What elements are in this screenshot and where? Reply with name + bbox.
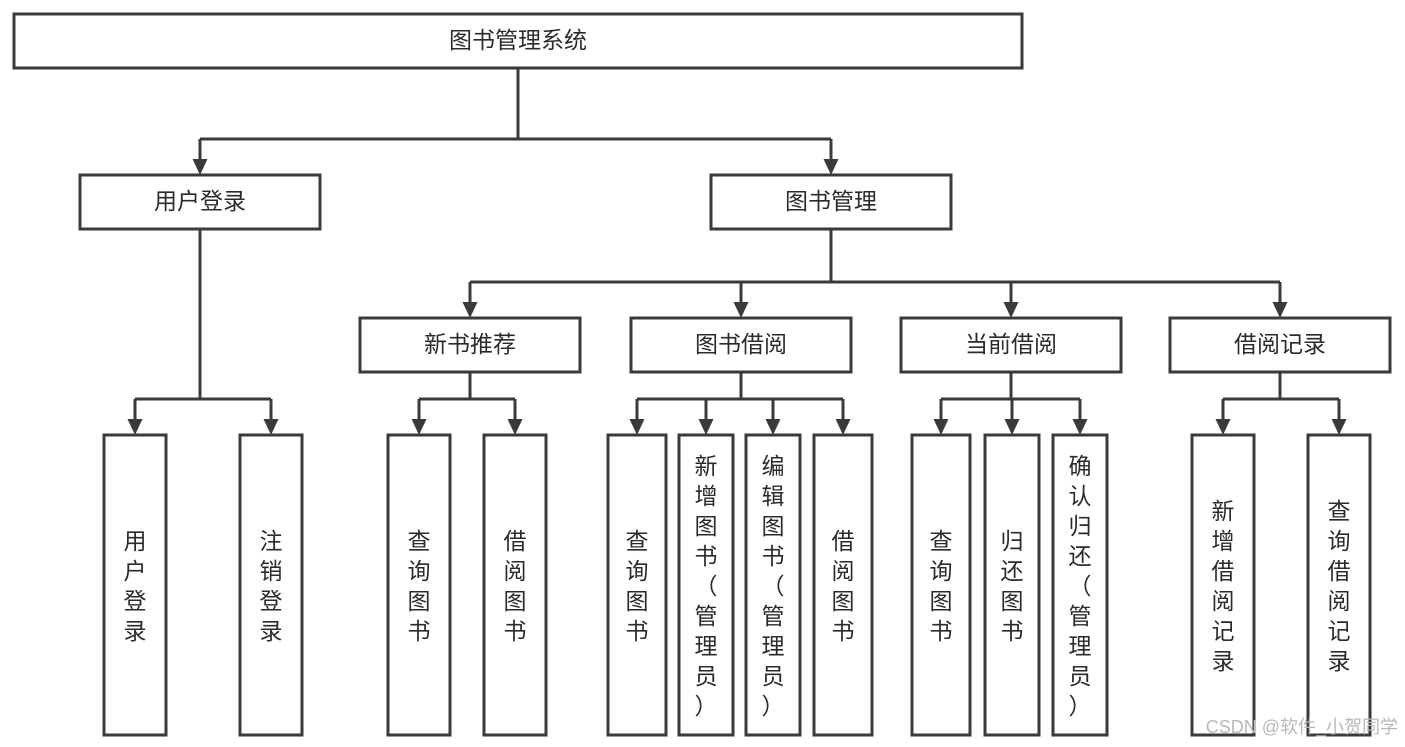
node-leaf-borrow-3[interactable]: 编辑图书（管理员） (744, 433, 802, 737)
node-records[interactable]: 借阅记录 (1168, 316, 1392, 374)
node-leaf-cur-1[interactable]: 查询图书 (910, 433, 972, 737)
arrow-head-icon (1215, 419, 1231, 435)
node-label: 新增图书（管理员） (695, 453, 718, 719)
edge-group-root (192, 68, 839, 175)
node-box (983, 433, 1041, 737)
node-label: 图书管理 (785, 188, 877, 214)
arrow-head-icon (1004, 419, 1020, 435)
node-box (1051, 433, 1109, 737)
edge-group-current (933, 372, 1088, 435)
node-leaf-rec-1[interactable]: 新增借阅记录 (1190, 433, 1256, 737)
node-current[interactable]: 当前借阅 (899, 316, 1123, 374)
node-leaf-new-1[interactable]: 查询图书 (386, 433, 452, 737)
node-leaf-cur-2[interactable]: 归还图书 (983, 433, 1041, 737)
arrow-head-icon (127, 419, 143, 435)
arrow-head-icon (698, 419, 714, 435)
node-box (238, 433, 304, 737)
edge-group-bookmgmt (462, 229, 1288, 318)
edge-group-newbook (411, 372, 523, 435)
node-label: 注销登录 (260, 528, 283, 644)
node-label: 图书借阅 (695, 331, 787, 357)
node-borrow[interactable]: 图书借阅 (629, 316, 853, 374)
node-leaf-borrow-4[interactable]: 借阅图书 (812, 433, 874, 737)
node-leaf-borrow-1[interactable]: 查询图书 (606, 433, 668, 737)
node-box (899, 316, 1123, 374)
node-box (78, 173, 322, 231)
arrow-head-icon (765, 419, 781, 435)
node-label: 借阅图书 (832, 528, 855, 644)
node-label: 查询图书 (626, 528, 649, 644)
node-box (606, 433, 668, 737)
node-box (102, 433, 168, 737)
node-box (744, 433, 802, 737)
node-bookmgmt[interactable]: 图书管理 (709, 173, 953, 231)
node-box (1190, 433, 1256, 737)
node-leaf-cur-3[interactable]: 确认归还（管理员） (1051, 433, 1109, 737)
node-layer: 图书管理系统用户登录图书管理新书推荐图书借阅当前借阅借阅记录用户登录注销登录查询… (12, 12, 1392, 737)
node-login[interactable]: 用户登录 (78, 173, 322, 231)
arrow-head-icon (1072, 419, 1088, 435)
node-leaf-login-2[interactable]: 注销登录 (238, 433, 304, 737)
node-root[interactable]: 图书管理系统 (12, 12, 1024, 70)
arrow-head-icon (462, 302, 478, 318)
node-label: 借阅记录 (1234, 331, 1326, 357)
node-label: 查询图书 (930, 528, 953, 644)
node-box (386, 433, 452, 737)
node-box (358, 316, 582, 374)
node-box (12, 12, 1024, 70)
node-box (677, 433, 735, 737)
arrow-head-icon (1003, 302, 1019, 318)
arrow-head-icon (933, 419, 949, 435)
node-box (629, 316, 853, 374)
node-box (1168, 316, 1392, 374)
node-label: 归还图书 (1001, 528, 1024, 644)
arrow-head-icon (835, 419, 851, 435)
edge-group-borrow (629, 372, 851, 435)
node-label: 用户登录 (124, 528, 147, 644)
node-label: 新书推荐 (424, 331, 516, 357)
node-box (709, 173, 953, 231)
node-label: 图书管理系统 (449, 27, 587, 53)
arrow-head-icon (1272, 302, 1288, 318)
arrow-head-icon (629, 419, 645, 435)
arrow-head-icon (1331, 419, 1347, 435)
node-box (910, 433, 972, 737)
node-label: 当前借阅 (965, 331, 1057, 357)
node-box (812, 433, 874, 737)
edge-group-records (1215, 372, 1347, 435)
connector-layer (127, 68, 1347, 435)
watermark-label: CSDN @软件_小贺同学 (1206, 717, 1398, 738)
node-label: 查询借阅记录 (1328, 498, 1351, 674)
node-box (482, 433, 548, 737)
node-label: 编辑图书（管理员） (762, 453, 785, 719)
arrow-head-icon (733, 302, 749, 318)
arrow-head-icon (411, 419, 427, 435)
node-label: 借阅图书 (504, 528, 527, 644)
arrow-head-icon (192, 159, 208, 175)
arrow-head-icon (507, 419, 523, 435)
node-newbook[interactable]: 新书推荐 (358, 316, 582, 374)
arrow-head-icon (823, 159, 839, 175)
node-leaf-new-2[interactable]: 借阅图书 (482, 433, 548, 737)
node-leaf-borrow-2[interactable]: 新增图书（管理员） (677, 433, 735, 737)
node-label: 用户登录 (154, 188, 246, 214)
node-box (1306, 433, 1372, 737)
node-label: 新增借阅记录 (1212, 498, 1235, 674)
node-leaf-login-1[interactable]: 用户登录 (102, 433, 168, 737)
arrow-head-icon (263, 419, 279, 435)
edge-group-login (127, 229, 279, 435)
node-label: 确认归还（管理员） (1069, 453, 1092, 719)
node-leaf-rec-2[interactable]: 查询借阅记录 (1306, 433, 1372, 737)
node-label: 查询图书 (408, 528, 431, 644)
